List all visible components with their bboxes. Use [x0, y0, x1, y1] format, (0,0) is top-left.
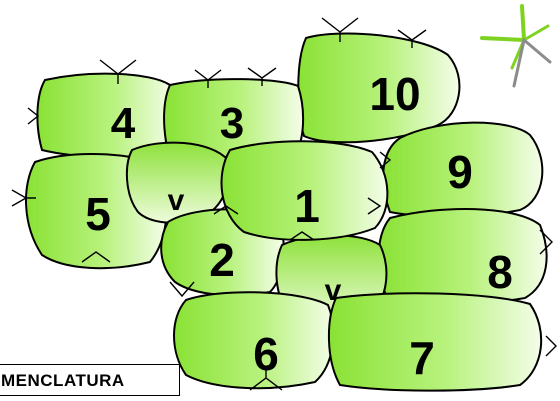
cell-8: [379, 209, 547, 303]
cell-label-v-bottom: v: [325, 274, 342, 307]
cell-label-9: 9: [447, 146, 473, 198]
cell-label-4: 4: [111, 99, 136, 148]
cell-label-2: 2: [209, 234, 235, 286]
compass-icon: [482, 6, 550, 86]
cell-label-6: 6: [253, 328, 279, 380]
legend-text: MENCLATURA: [1, 371, 125, 391]
cell-label-8: 8: [487, 246, 513, 298]
cell-label-1: 1: [294, 180, 320, 232]
legend-box: MENCLATURA: [0, 364, 180, 396]
cell-label-3: 3: [220, 99, 244, 148]
cell-label-v-top: v: [168, 184, 185, 217]
cell-label-10: 10: [369, 68, 420, 120]
cell-label-7: 7: [409, 332, 435, 384]
cell-7: [329, 293, 541, 390]
cell-label-5: 5: [85, 188, 111, 240]
